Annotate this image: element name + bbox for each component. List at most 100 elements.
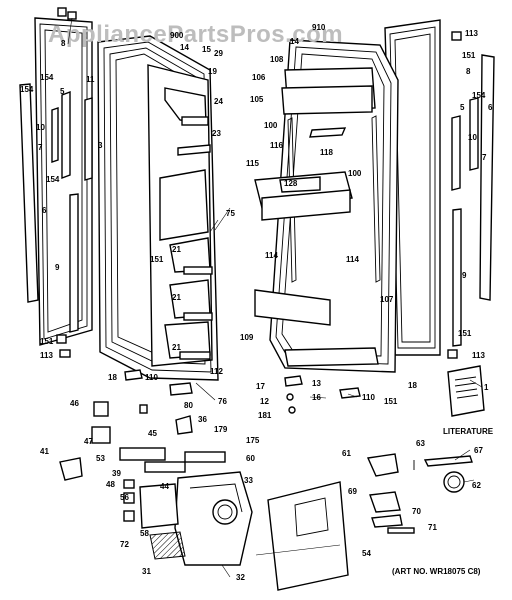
callout-1: 1: [484, 383, 489, 392]
callout-7: 7: [482, 153, 487, 162]
callout-53: 53: [96, 454, 105, 463]
watermark: AppliancePartsPros.com: [48, 21, 343, 48]
callout-76: 76: [218, 397, 227, 406]
callout-181: 181: [258, 411, 272, 420]
callout-910: 910: [312, 23, 326, 32]
callout-46: 46: [70, 399, 79, 408]
callout-29: 29: [214, 49, 223, 58]
callout-151: 151: [150, 255, 164, 264]
callout-151: 151: [40, 337, 54, 346]
callout-154: 154: [20, 85, 34, 94]
callout-58: 58: [140, 529, 149, 538]
callout-44: 44: [160, 482, 169, 491]
fresh-food-shelves: [254, 127, 379, 367]
callout-151: 151: [384, 397, 398, 406]
callout-116: 116: [270, 141, 283, 150]
callout-154: 154: [40, 73, 54, 82]
callout-11: 11: [86, 75, 95, 84]
callout-69: 69: [348, 487, 357, 496]
callout-15: 15: [202, 45, 211, 54]
callout-56: 56: [120, 493, 129, 502]
dispenser-cover: [267, 481, 349, 591]
callout-36: 36: [198, 415, 207, 424]
callout-118: 118: [320, 148, 333, 157]
callout-109: 109: [240, 333, 254, 342]
callout-128: 128: [284, 179, 298, 188]
callout-41: 41: [40, 447, 49, 456]
callout-114: 114: [265, 251, 278, 260]
callout-54: 54: [362, 549, 371, 558]
callout-63: 63: [416, 439, 425, 448]
callout-113: 113: [472, 351, 485, 360]
door-rails: [287, 115, 381, 283]
callout-24: 24: [214, 97, 223, 106]
callout-39: 39: [112, 469, 121, 478]
callout-108: 108: [270, 55, 284, 64]
callout-154: 154: [472, 91, 486, 100]
callout-13: 13: [312, 379, 321, 388]
art-number: (ART NO. WR18075 C8): [392, 567, 481, 576]
callout-21: 21: [172, 293, 181, 302]
literature-booklet: [447, 365, 485, 417]
freezer-door-gasket: [34, 17, 93, 346]
callout-75: 75: [226, 209, 235, 218]
callout-31: 31: [142, 567, 151, 576]
callout-5: 5: [460, 103, 465, 112]
callout-6: 6: [42, 206, 47, 215]
callout-32: 32: [236, 573, 245, 582]
fresh-food-handle: [451, 54, 495, 347]
callout-71: 71: [428, 523, 437, 532]
callout-10: 10: [468, 133, 477, 142]
callout-48: 48: [106, 480, 115, 489]
callout-5: 5: [60, 87, 65, 96]
callout-3: 3: [98, 141, 103, 150]
callout-175: 175: [246, 436, 260, 445]
callout-154: 154: [46, 175, 60, 184]
callout-67: 67: [474, 446, 483, 455]
callout-6: 6: [488, 103, 493, 112]
callout-60: 60: [246, 454, 255, 463]
callout-19: 19: [208, 67, 217, 76]
callout-110: 110: [362, 393, 375, 402]
callout-900: 900: [170, 31, 184, 40]
callout-179: 179: [214, 425, 228, 434]
callout-45: 45: [148, 429, 157, 438]
hinge-parts: [124, 369, 361, 414]
right-small-clips: [447, 31, 462, 359]
callout-8: 8: [466, 67, 471, 76]
left-small-clips: [56, 7, 77, 358]
callout-70: 70: [412, 507, 421, 516]
callout-9: 9: [462, 271, 467, 280]
callout-18: 18: [108, 373, 117, 382]
leader-lines: [67, 17, 483, 578]
callout-10: 10: [36, 123, 45, 132]
callout-9: 9: [55, 263, 60, 272]
callout-62: 62: [472, 481, 481, 490]
freezer-shelves: [159, 87, 213, 360]
callout-72: 72: [120, 540, 129, 549]
callout-14: 14: [290, 37, 299, 46]
dispenser-light-switch: [91, 401, 193, 444]
callout-151: 151: [458, 329, 472, 338]
callout-18: 18: [408, 381, 417, 390]
callout-21: 21: [172, 343, 181, 352]
callout-80: 80: [184, 401, 193, 410]
dispenser-bracket: [59, 447, 226, 481]
callout-113: 113: [465, 29, 478, 38]
literature-label: LITERATURE: [443, 427, 494, 436]
ice-dispenser-assembly: [123, 471, 253, 566]
callout-12: 12: [260, 397, 269, 406]
callout-7: 7: [38, 143, 43, 152]
callout-115: 115: [246, 159, 259, 168]
callout-8: 8: [61, 39, 66, 48]
callout-113: 113: [40, 351, 53, 360]
callout-100: 100: [264, 121, 278, 130]
callout-114: 114: [346, 255, 359, 264]
freezer-handle: [19, 83, 93, 333]
callout-107: 107: [380, 295, 394, 304]
dairy-door: [281, 67, 376, 115]
callout-23: 23: [212, 129, 221, 138]
callout-33: 33: [244, 476, 253, 485]
callout-61: 61: [342, 449, 351, 458]
